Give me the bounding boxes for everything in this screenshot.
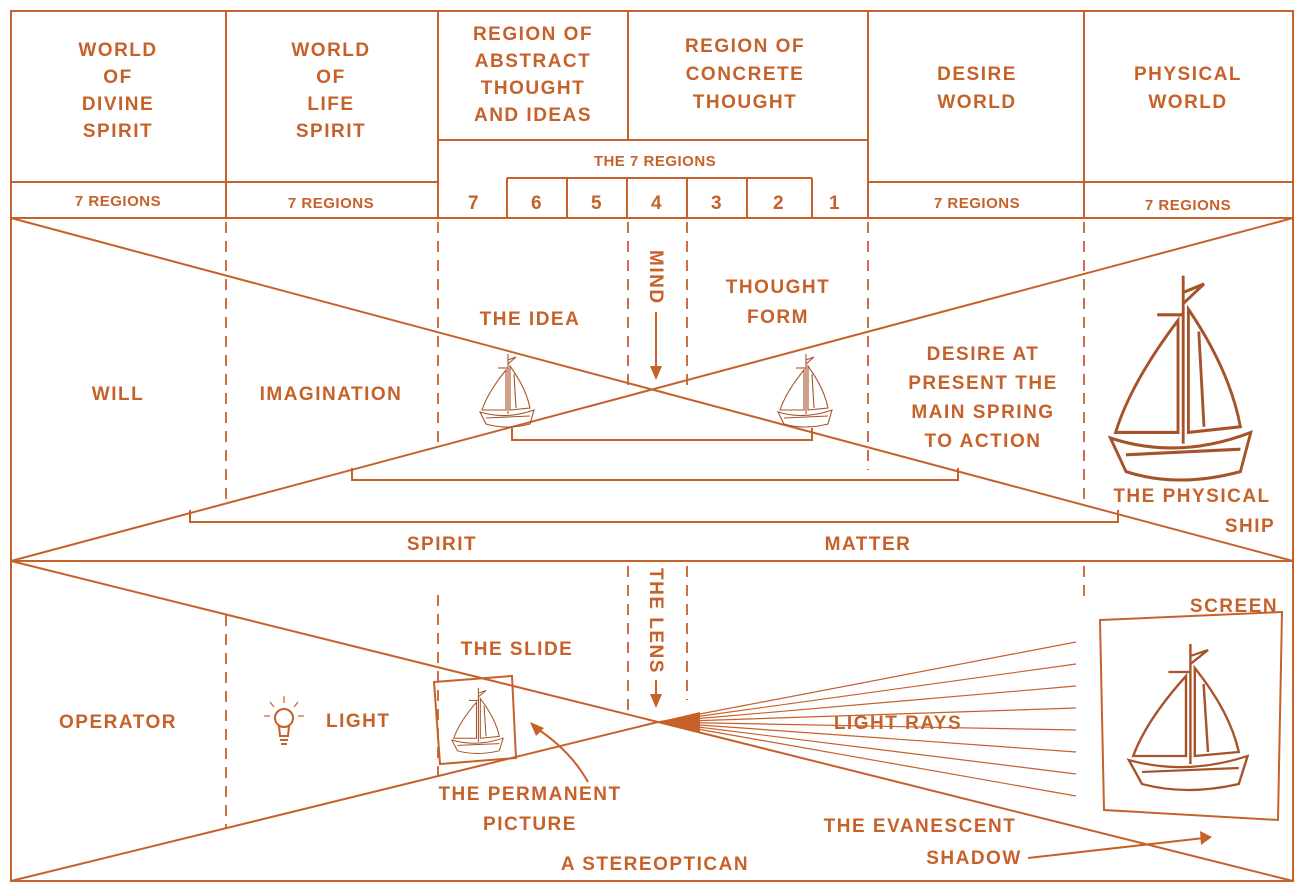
light-bulb-icon <box>264 696 304 744</box>
divine-spirit-line-2: OF <box>103 67 132 88</box>
sailing-ship-icon <box>778 354 832 427</box>
sailing-ship-icon <box>452 688 503 754</box>
desire-note-line-2: PRESENT THE <box>908 373 1058 394</box>
sailing-ship-icon <box>1129 644 1248 790</box>
down-arrow-icon <box>650 680 662 708</box>
sailing-ship-icon <box>1110 276 1250 480</box>
region-number: 5 <box>591 193 603 214</box>
mind-label: MIND <box>645 250 666 305</box>
header-grid <box>11 11 1293 218</box>
desire-note-line-1: DESIRE AT <box>927 344 1040 365</box>
physical-ship-line-1: THE PHYSICAL <box>1113 486 1270 507</box>
physical-ship-line-2: SHIP <box>1225 516 1275 537</box>
life-spirit-line-1: WORLD <box>291 40 370 61</box>
seven-regions-title: THE 7 REGIONS <box>594 153 716 170</box>
stereoptican-label: A STEREOPTICAN <box>561 854 749 875</box>
life-regions-label: 7 REGIONS <box>288 195 374 212</box>
divine-regions-label: 7 REGIONS <box>75 193 161 210</box>
concrete-thought-line-3: THOUGHT <box>693 92 797 113</box>
permanent-picture-line-1: THE PERMANENT <box>438 784 621 805</box>
evanescent-shadow-line-1: THE EVANESCENT <box>824 816 1017 837</box>
divine-spirit-line-4: SPIRIT <box>83 121 153 142</box>
life-spirit-line-3: LIFE <box>307 94 354 115</box>
region-number: 1 <box>829 193 841 214</box>
slide-frame <box>434 676 516 764</box>
physical-regions-label: 7 REGIONS <box>1145 197 1231 214</box>
light-rays-label: LIGHT RAYS <box>834 713 962 734</box>
abstract-thought-line-2: ABSTRACT <box>475 51 592 72</box>
light-label: LIGHT <box>326 711 391 732</box>
divine-spirit-line-3: DIVINE <box>82 94 154 115</box>
desire-note-line-4: TO ACTION <box>925 431 1042 452</box>
spirit-label: SPIRIT <box>407 534 477 555</box>
desire-note-line-3: MAIN SPRING <box>911 402 1054 423</box>
down-arrow-icon <box>650 312 662 380</box>
sailing-ship-icon <box>480 354 534 427</box>
desire-regions-label: 7 REGIONS <box>934 195 1020 212</box>
region-number: 6 <box>531 193 543 214</box>
life-spirit-line-4: SPIRIT <box>296 121 366 142</box>
evanescent-shadow-line-2: SHADOW <box>926 848 1022 869</box>
the-lens-label: THE LENS <box>645 568 666 674</box>
region-number: 7 <box>468 193 480 214</box>
permanent-picture-line-2: PICTURE <box>483 814 577 835</box>
region-number: 2 <box>773 193 785 214</box>
the-idea-label: THE IDEA <box>480 309 581 330</box>
thought-form-line-1: THOUGHT <box>726 277 830 298</box>
outer-frame <box>11 11 1293 881</box>
physical-world-line-2: WORLD <box>1148 92 1227 113</box>
the-slide-label: THE SLIDE <box>461 639 574 660</box>
operator-label: OPERATOR <box>59 712 177 733</box>
region-number: 3 <box>711 193 723 214</box>
divine-spirit-line-1: WORLD <box>78 40 157 61</box>
desire-world-line-2: WORLD <box>937 92 1016 113</box>
screen-label: SCREEN <box>1190 596 1278 617</box>
desire-world-line-1: DESIRE <box>937 64 1017 85</box>
abstract-thought-line-1: REGION OF <box>473 24 593 45</box>
concrete-thought-line-1: REGION OF <box>685 36 805 57</box>
imagination-label: IMAGINATION <box>260 384 403 405</box>
matter-label: MATTER <box>825 534 912 555</box>
abstract-thought-line-4: AND IDEAS <box>474 105 592 126</box>
physical-world-line-1: PHYSICAL <box>1134 64 1242 85</box>
thought-form-line-2: FORM <box>747 307 809 328</box>
region-number: 4 <box>651 193 663 214</box>
will-label: WILL <box>92 384 144 405</box>
abstract-thought-line-3: THOUGHT <box>481 78 585 99</box>
life-spirit-line-2: OF <box>316 67 345 88</box>
concrete-thought-line-2: CONCRETE <box>686 64 805 85</box>
